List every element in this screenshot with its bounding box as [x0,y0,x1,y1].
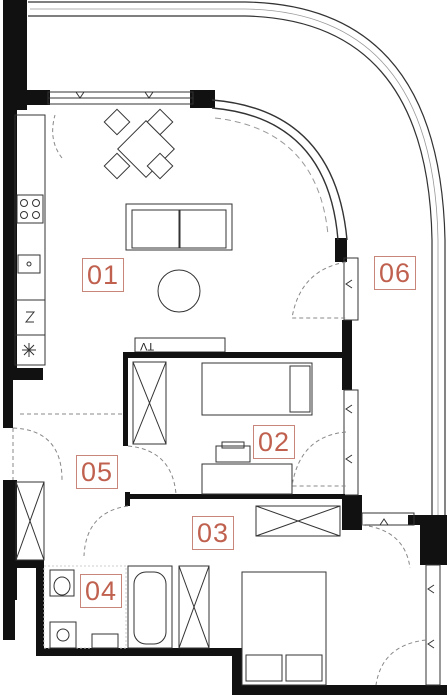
coffee-table [157,269,201,313]
bathroom-04 [43,565,210,649]
wardrobe-03 [255,505,341,537]
room-label-01: 01 [82,258,125,292]
room-label-03: 03 [192,516,235,550]
terrace-outline [28,1,446,515]
tv-label: TV [140,340,155,352]
kitchen [14,114,46,366]
exterior-walls [3,0,447,695]
room-label-04: 04 [80,574,123,608]
dining-set [103,108,175,180]
top-window [47,91,194,105]
bed-03 [241,571,327,686]
door-swings [12,114,427,686]
curved-glazing [211,99,348,241]
desk-02 [201,441,293,495]
entry-closet [15,481,45,561]
room-label-06: 06 [374,256,417,290]
interior-walls [123,352,345,506]
room-label-02: 02 [253,425,296,459]
bed-02 [201,362,313,416]
wardrobe-02 [132,361,167,445]
side-windows [343,257,441,686]
room-label-05: 05 [76,455,119,489]
sofa [125,203,233,251]
